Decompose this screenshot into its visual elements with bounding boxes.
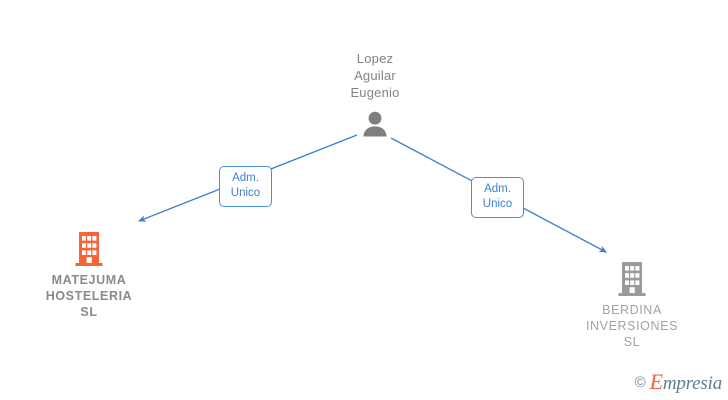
node-company-label: MATEJUMA HOSTELERIA SL bbox=[45, 273, 133, 319]
edge-label-adm-unico-right[interactable]: Adm. Unico bbox=[471, 177, 524, 218]
node-person-label: Lopez Aguilar Eugenio bbox=[350, 51, 400, 100]
brand-wordmark: Empresia bbox=[649, 369, 723, 394]
edge-label-adm-unico-left[interactable]: Adm. Unico bbox=[219, 166, 272, 207]
node-company-label: BERDINA INVERSIONES SL bbox=[585, 303, 679, 349]
person-icon bbox=[363, 111, 387, 137]
copyright-icon: © bbox=[634, 374, 646, 391]
node-person-root[interactable]: Lopez Aguilar Eugenio bbox=[315, 50, 435, 139]
building-icon bbox=[75, 232, 103, 266]
watermark-empresia: © Empresia bbox=[634, 369, 723, 394]
brand-rest: mpresia bbox=[662, 373, 722, 394]
node-company-berdina[interactable]: BERDINA INVERSIONES SL bbox=[557, 262, 707, 350]
brand-initial: E bbox=[649, 369, 663, 394]
node-company-matejuma[interactable]: MATEJUMA HOSTELERIA SL bbox=[14, 232, 164, 320]
building-icon bbox=[618, 262, 646, 296]
